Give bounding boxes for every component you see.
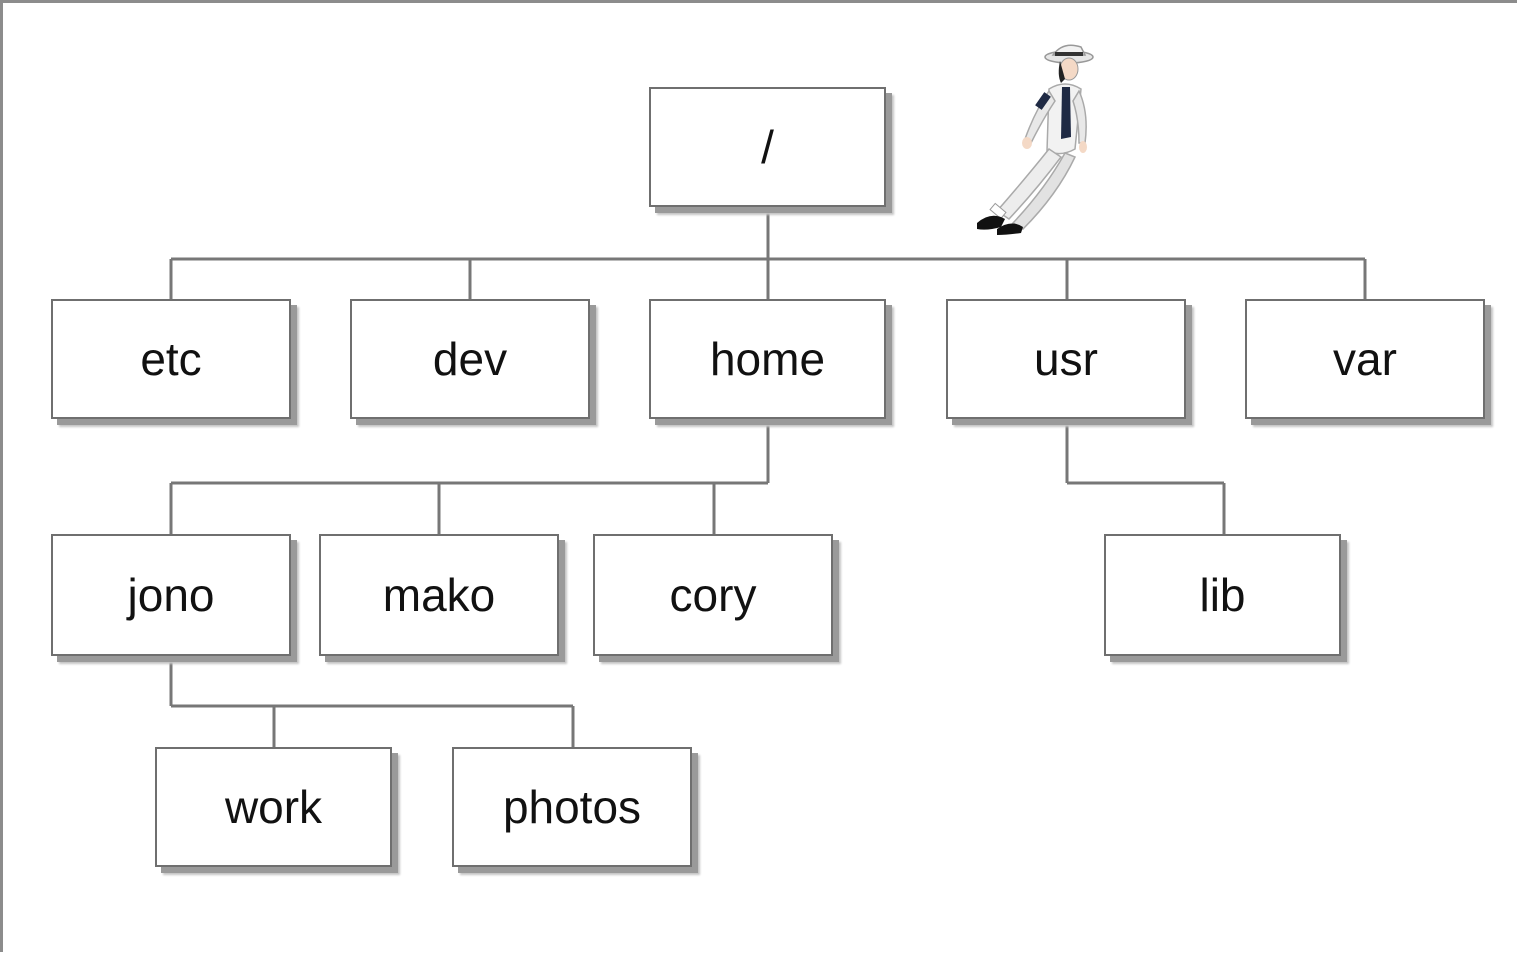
node-work: work: [155, 747, 392, 867]
node-etc: etc: [51, 299, 291, 419]
node-var: var: [1245, 299, 1485, 419]
dancer-figure-icon: [977, 44, 1094, 235]
node-lib: lib: [1104, 534, 1341, 656]
node-cory: cory: [593, 534, 833, 656]
node-dev: dev: [350, 299, 590, 419]
node-photos: photos: [452, 747, 692, 867]
node-mako: mako: [319, 534, 559, 656]
node-usr: usr: [946, 299, 1186, 419]
node-root: /: [649, 87, 886, 207]
tree-connectors: [169, 206, 1367, 748]
node-home: home: [649, 299, 886, 419]
node-jono: jono: [51, 534, 291, 656]
